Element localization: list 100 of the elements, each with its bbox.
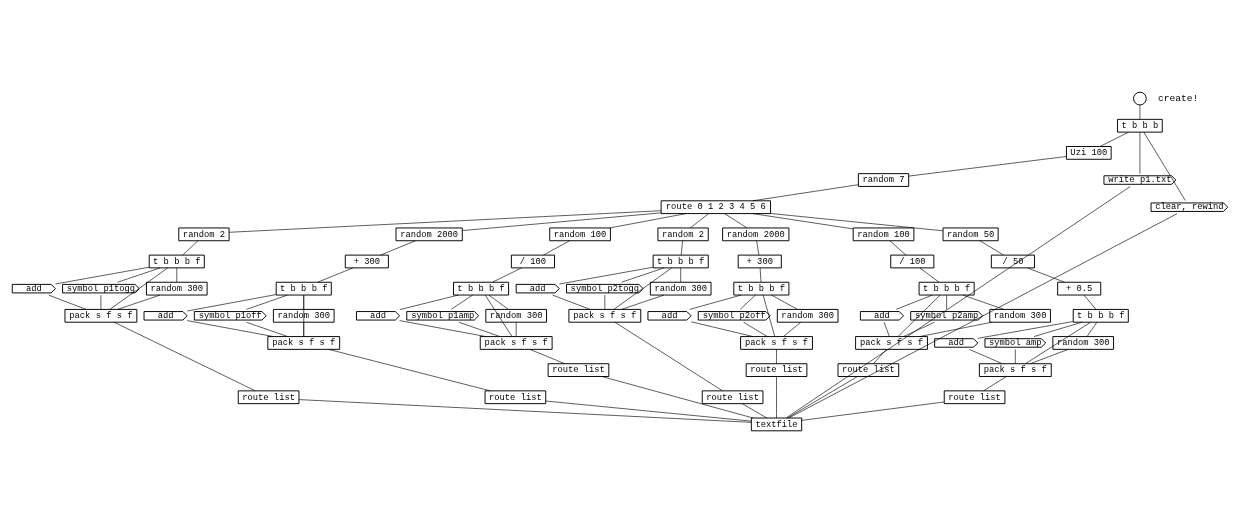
- node-box: random 300: [989, 308, 1051, 323]
- node-box: route list: [701, 389, 764, 404]
- connector: [873, 348, 887, 364]
- connector: [889, 240, 907, 255]
- node-box: random 300: [272, 308, 335, 323]
- connector: [604, 294, 606, 310]
- connector: [680, 240, 683, 255]
- node-box: random 2000: [395, 227, 463, 241]
- connector: [559, 266, 654, 284]
- connector: [55, 266, 150, 284]
- node-box: random 300: [649, 281, 712, 296]
- connector: [919, 267, 940, 282]
- connector: [1027, 267, 1065, 282]
- connector: [969, 348, 1003, 364]
- connector: [458, 321, 501, 337]
- node-box: t b b b f: [652, 254, 709, 268]
- connector: [1086, 321, 1098, 337]
- node-box: random 7: [857, 172, 910, 187]
- node-box: / 50: [990, 254, 1035, 268]
- connector: [543, 240, 570, 255]
- node-box: + 0.5: [1057, 281, 1102, 296]
- connector: [399, 319, 487, 337]
- connector: [621, 294, 665, 310]
- connector: [317, 267, 354, 282]
- connector: [690, 212, 709, 228]
- connector: [770, 212, 944, 231]
- connector: [946, 294, 947, 310]
- node-box: / 100: [510, 254, 555, 268]
- connector: [298, 398, 752, 423]
- node-box: route list: [547, 362, 610, 377]
- connector: [1083, 294, 1097, 310]
- connector: [182, 240, 199, 255]
- connector: [552, 294, 591, 310]
- connector: [742, 402, 768, 418]
- connector: [1033, 321, 1083, 337]
- connector: [186, 319, 274, 337]
- connector: [883, 321, 890, 337]
- connector: [601, 375, 754, 418]
- connector: [529, 348, 565, 364]
- node-box: pack s f s f: [568, 308, 642, 323]
- connector: [1030, 348, 1069, 364]
- connector: [621, 267, 665, 282]
- node-box: random 2: [657, 227, 709, 241]
- node-circle: [1133, 91, 1147, 105]
- connector: [614, 321, 723, 391]
- connector: [903, 321, 935, 337]
- connector: [979, 240, 1004, 255]
- node-box: Uzi 100: [1065, 145, 1112, 160]
- connector: [1025, 321, 1091, 364]
- connector: [450, 294, 473, 310]
- connector: [690, 320, 754, 337]
- node-box: pack s f s f: [267, 335, 341, 350]
- node-box: random 300: [485, 308, 547, 323]
- node-box: t b b b f: [148, 254, 205, 268]
- connector: [100, 294, 102, 310]
- connector: [492, 267, 522, 282]
- node-box: route list: [237, 389, 300, 404]
- connector: [743, 321, 768, 337]
- connector: [785, 185, 1131, 418]
- node-box: route list: [837, 362, 900, 377]
- node-box: random 2: [178, 227, 230, 241]
- connector: [48, 294, 87, 310]
- connector: [1015, 348, 1016, 364]
- connector: [897, 294, 941, 337]
- connector: [484, 294, 513, 337]
- connector: [983, 375, 1007, 391]
- connector: [787, 375, 858, 418]
- connector: [515, 321, 517, 337]
- node-box: route 0 1 2 3 4 5 6: [660, 199, 771, 214]
- connector: [117, 294, 161, 310]
- connector: [771, 294, 798, 310]
- connector: [759, 267, 762, 282]
- node-box: + 300: [737, 254, 782, 268]
- node-box: / 100: [890, 254, 935, 268]
- node-box: + 300: [344, 254, 389, 268]
- node-box: t b b b: [1117, 118, 1163, 133]
- connector: [380, 240, 416, 255]
- connector: [328, 348, 491, 391]
- node-box: t b b b f: [733, 281, 790, 296]
- connector: [776, 375, 777, 418]
- connector: [246, 321, 288, 337]
- node-box: route list: [745, 362, 808, 377]
- node-box: random 2000: [722, 227, 790, 241]
- connector: [609, 212, 687, 228]
- node-box: random 100: [852, 227, 915, 241]
- connector: [176, 267, 178, 282]
- connector: [689, 294, 742, 310]
- node-box: pack s f s f: [855, 335, 928, 350]
- connector: [1139, 104, 1141, 120]
- connector: [762, 294, 776, 337]
- node-box: t b b b f: [275, 281, 332, 296]
- connector: [613, 267, 672, 310]
- node-box: t b b b f: [1072, 308, 1129, 323]
- connector: [228, 209, 662, 233]
- connector: [739, 294, 756, 310]
- connector: [908, 155, 1067, 176]
- connector: [545, 400, 752, 421]
- connector: [776, 348, 777, 364]
- connector: [919, 321, 993, 337]
- node-box: random 300: [145, 281, 208, 296]
